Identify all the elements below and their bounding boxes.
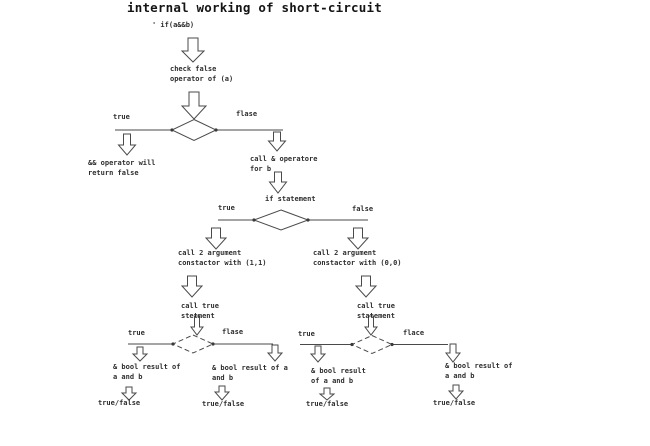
- down-arrow-icon: [268, 171, 288, 194]
- label-d3-true: true: [128, 329, 145, 337]
- decision-diamond-1: [170, 118, 218, 142]
- vertex-dot: [306, 218, 310, 222]
- label-d4-false: flace: [403, 329, 425, 337]
- vertex-dot: [170, 128, 174, 132]
- node-final-4: true/false: [433, 399, 476, 407]
- down-arrow-icon: [444, 343, 462, 363]
- node-call-true-left: call true stetment: [181, 302, 219, 320]
- down-arrow-icon: [180, 37, 206, 63]
- label-d1-false: flase: [236, 110, 258, 118]
- node-bool-result-1: & bool result of a and b: [113, 363, 181, 381]
- down-arrow-icon: [318, 387, 336, 401]
- down-arrow-icon: [204, 227, 228, 250]
- node-final-1: true/false: [98, 399, 141, 407]
- vertex-dot: [214, 128, 218, 132]
- down-arrow-icon: [120, 386, 138, 401]
- decision-diamond-3-dashed: [171, 334, 215, 354]
- down-arrow-icon: [309, 345, 327, 363]
- node-return-false: && operator will return false: [88, 159, 156, 177]
- vertex-dot: [211, 342, 215, 346]
- decision-diamonds: [170, 118, 394, 355]
- node-call-operator-b: call & operatore for b: [250, 155, 318, 173]
- vertex-dot: [171, 342, 175, 346]
- label-d4-true: true: [298, 330, 315, 338]
- down-arrow-icon: [117, 133, 137, 156]
- node-bool-result-4: & bool result of a and b: [445, 362, 513, 380]
- down-arrow-icon: [190, 315, 204, 336]
- vertex-dot: [252, 218, 256, 222]
- down-arrow-icon: [346, 227, 370, 250]
- node-call-true-right: call true statement: [357, 302, 395, 320]
- node-ctor-false: call 2 argument constactor with (0,0): [313, 249, 402, 267]
- node-bool-result-3: & bool result of a and b: [311, 367, 366, 385]
- vertex-dot: [350, 342, 354, 347]
- down-arrow-icon: [364, 315, 378, 336]
- node-final-2: true/false: [202, 400, 245, 408]
- node-final-3: true/false: [306, 400, 349, 408]
- down-arrow-icon: [267, 131, 287, 152]
- node-check-false: check false operator of (a): [170, 65, 234, 83]
- decision-diamond-2: [252, 209, 310, 231]
- down-arrow-icon: [180, 275, 204, 298]
- vertex-dot: [390, 342, 394, 347]
- node-start: ' if(a&&b): [152, 21, 195, 29]
- decision-diamond-4-dashed: [350, 334, 394, 355]
- label-d1-true: true: [113, 113, 130, 121]
- down-arrow-icon: [213, 385, 231, 401]
- vertex-dots: [170, 128, 394, 347]
- node-if-statement: if statement: [265, 195, 316, 203]
- down-arrow-icon: [180, 91, 208, 120]
- label-d2-false: false: [352, 205, 374, 213]
- node-ctor-true: call 2 argument constactor with (1,1): [178, 249, 267, 267]
- down-arrow-icon: [447, 384, 465, 400]
- down-arrow-icon: [131, 346, 149, 362]
- down-arrow-icon: [266, 344, 284, 362]
- label-d3-false: flase: [222, 328, 244, 336]
- page-title: internal working of short-circuit: [127, 0, 382, 15]
- down-arrow-icon: [354, 275, 378, 298]
- node-bool-result-2: & bool result of a and b: [212, 364, 288, 382]
- flow-arrows: [117, 37, 465, 401]
- label-d2-true: true: [218, 204, 235, 212]
